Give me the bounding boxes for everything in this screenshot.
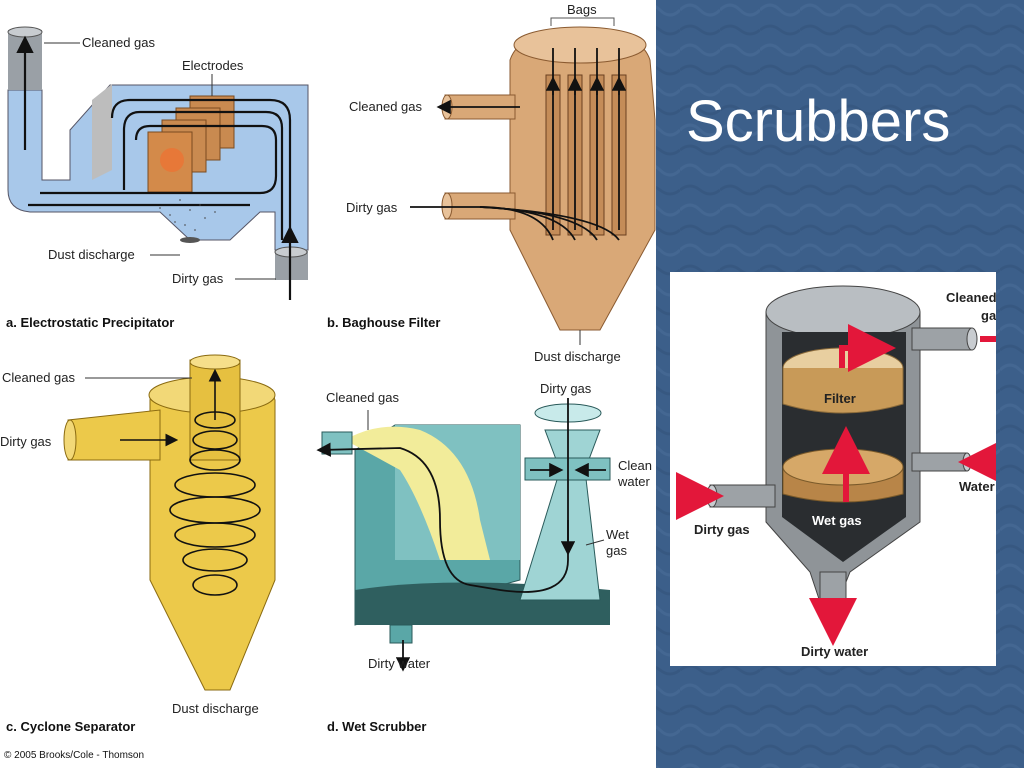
scrubber-filter-label: Filter: [824, 391, 856, 406]
baghouse-filter-illustration: [410, 17, 656, 345]
baghouse-dirty-gas-label: Dirty gas: [346, 200, 398, 215]
esp-dirty-gas-label: Dirty gas: [172, 271, 224, 286]
wet-scrubber-wet-gas-label-line1: Wet: [606, 527, 629, 542]
wet-scrubber-dirty-gas-label: Dirty gas: [540, 381, 592, 396]
scrubber-vessel-illustration: [676, 285, 1006, 646]
scrubber-diagram-panel: Cleaned gas Filter Water Dirty gas Wet g…: [670, 272, 1006, 666]
cyclone-cleaned-gas-label: Cleaned gas: [2, 370, 75, 385]
wet-scrubber-dirty-water-label: Dirty water: [368, 656, 431, 671]
wet-scrubber-caption: d. Wet Scrubber: [327, 719, 426, 734]
baghouse-caption: b. Baghouse Filter: [327, 315, 440, 330]
textbook-figure-panel: Cleaned gas Electrodes Dust discharge Di…: [0, 0, 656, 768]
esp-cleaned-gas-label: Cleaned gas: [82, 35, 155, 50]
scrubber-dirty-gas-label: Dirty gas: [694, 522, 750, 537]
scrubber-dirty-water-label: Dirty water: [801, 644, 868, 659]
cyclone-dirty-gas-label: Dirty gas: [0, 434, 52, 449]
scrubber-cleaned-gas-label-line1: Cleaned: [946, 290, 996, 305]
scrubber-cleaned-gas-label-line2: gas: [981, 308, 996, 323]
baghouse-bags-label: Bags: [567, 2, 597, 17]
scrubber-cutaway-diagram: Cleaned gas Filter Water Dirty gas Wet g…: [676, 285, 1006, 659]
scrubber-water-label: Water: [959, 479, 995, 494]
wet-scrubber-clean-water-label-line1: Clean: [618, 458, 652, 473]
baghouse-dust-discharge-label: Dust discharge: [534, 349, 621, 364]
wet-scrubber-illustration: [316, 398, 611, 672]
scrubber-wet-gas-label: Wet gas: [812, 513, 862, 528]
esp-electrodes-label: Electrodes: [182, 58, 244, 73]
electrostatic-precipitator-illustration: [7, 26, 309, 300]
wet-scrubber-cleaned-gas-label: Cleaned gas: [326, 390, 399, 405]
esp-caption: a. Electrostatic Precipitator: [6, 315, 174, 330]
pollution-control-figure: Cleaned gas Electrodes Dust discharge Di…: [0, 2, 656, 761]
wet-scrubber-clean-water-label-line2: water: [617, 474, 650, 489]
cyclone-separator-illustration: [63, 354, 276, 691]
slide-title: Scrubbers: [686, 89, 951, 154]
copyright-notice: © 2005 Brooks/Cole - Thomson: [4, 750, 144, 761]
baghouse-cleaned-gas-label: Cleaned gas: [349, 99, 422, 114]
wet-scrubber-wet-gas-label-line2: gas: [606, 543, 627, 558]
cyclone-caption: c. Cyclone Separator: [6, 719, 135, 734]
esp-dust-discharge-label: Dust discharge: [48, 247, 135, 262]
cyclone-dust-discharge-label: Dust discharge: [172, 701, 259, 716]
